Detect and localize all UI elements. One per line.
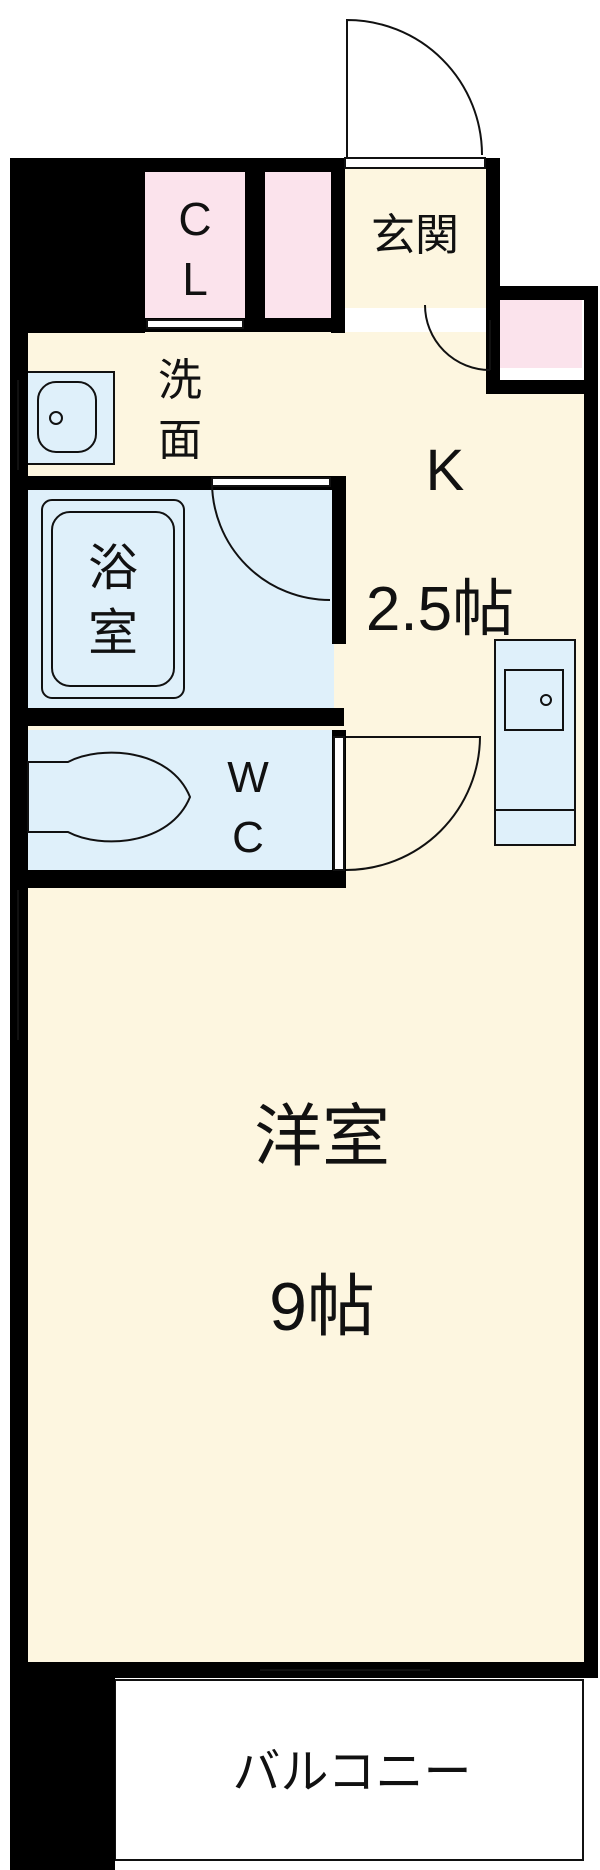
entrance-label: 玄関	[371, 211, 459, 260]
washroom-label-2: 面	[158, 416, 202, 465]
doors	[17, 18, 491, 1671]
western-room-label: 洋室	[254, 1099, 390, 1175]
closet-2-floor	[265, 172, 331, 320]
bathroom-floor	[24, 488, 334, 708]
kitchen-size-label: 2.5帖	[366, 575, 514, 644]
storage-floor	[500, 300, 582, 368]
bathtub	[41, 499, 185, 699]
western-size-label: 9帖	[269, 1269, 375, 1345]
kitchen-sink	[504, 669, 564, 731]
kitchen-label: K	[426, 438, 465, 503]
wc-c-label: C	[232, 813, 264, 862]
entrance-floor	[343, 168, 486, 308]
toilet	[27, 751, 192, 843]
balcony-label: バルコニー	[232, 1746, 471, 1799]
sink-basin	[37, 381, 97, 453]
closet-c-label: C	[178, 193, 211, 245]
bath-label-1: 浴	[88, 540, 138, 596]
wc-w-label: W	[227, 753, 269, 802]
bath-label-2: 室	[88, 605, 138, 661]
washroom-label-1: 洗	[158, 356, 202, 405]
walls	[10, 158, 598, 1870]
fixtures	[27, 381, 575, 843]
closet-floor	[145, 172, 245, 320]
washbasin	[25, 371, 115, 465]
wc-floor	[24, 730, 334, 875]
closet-l-label: L	[182, 253, 208, 305]
room-fills	[24, 168, 584, 1861]
balcony-floor	[114, 1679, 584, 1861]
labels: C L 玄関 洗 面 K 2.5帖 浴 室 W C 洋室 9帖 バルコニー	[88, 193, 514, 1799]
